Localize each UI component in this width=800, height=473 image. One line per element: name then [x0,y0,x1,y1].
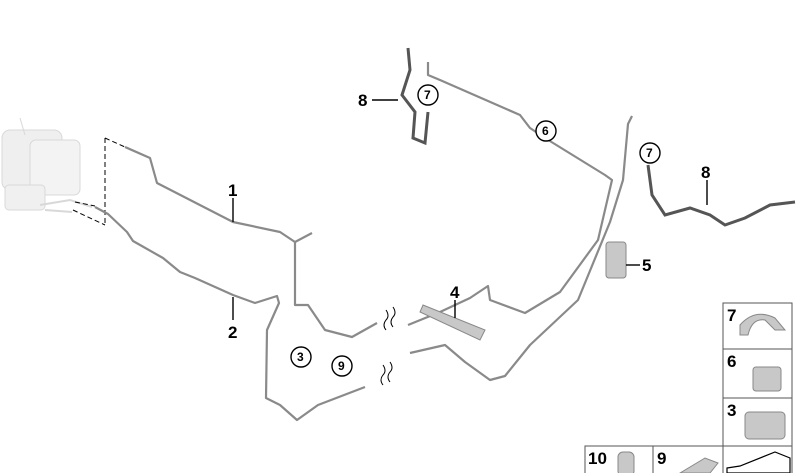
bracket-5 [605,241,627,279]
callout-4: 4 [450,283,460,318]
svg-text:9: 9 [338,359,345,373]
legend-item-7: 7 [722,302,793,350]
pipe-clip-icon [752,366,782,392]
svg-text:4: 4 [450,283,460,302]
connector-dashes [72,137,126,226]
brake-line-rear-upper [407,62,614,327]
svg-text:7: 7 [424,88,431,102]
bracket-clip-icon [739,313,787,336]
abs-unit-image [1,117,93,213]
svg-text:7: 7 [727,306,736,325]
svg-text:9: 9 [657,449,666,468]
circled-callout-7-rear: 7 [639,142,661,164]
legend-item-6: 6 [722,348,793,399]
svg-text:8: 8 [358,91,367,110]
legend-item-frame [722,445,793,473]
multi-pipe-clip-icon [679,457,719,473]
callout-8-rear: 8 [701,163,710,205]
brake-hose-rear [646,164,796,227]
legend-item-9: 9 [652,445,724,473]
brake-line-1 [124,145,313,244]
svg-text:8: 8 [701,163,710,182]
svg-text:6: 6 [727,352,736,371]
pipe-holder-4 [419,304,486,341]
brake-line-rear-lower [409,115,633,382]
brake-line-1-branch [293,242,378,339]
circled-callout-3: 3 [290,346,312,368]
frame-shape-icon [726,451,791,473]
legend-item-10: 10 [584,445,654,473]
svg-text:6: 6 [542,124,549,138]
callout-2: 2 [228,297,237,342]
svg-text:7: 7 [646,146,653,160]
legend-item-3: 3 [722,397,793,447]
double-pipe-clip-icon [744,411,786,440]
brake-hose-front [400,47,430,146]
callout-5: 5 [626,256,651,275]
break-marks [380,306,396,386]
brake-line-2 [94,206,366,422]
callout-1: 1 [228,181,237,222]
svg-text:3: 3 [727,401,736,420]
circled-callout-6: 6 [535,120,557,142]
svg-text:10: 10 [588,449,607,468]
svg-text:2: 2 [228,323,237,342]
circled-callout-9: 9 [331,355,353,377]
svg-text:5: 5 [642,256,651,275]
threaded-insert-icon [617,451,635,473]
callout-8-front: 8 [358,91,398,110]
circled-callout-7-front: 7 [417,84,439,106]
svg-text:3: 3 [297,350,304,364]
svg-text:1: 1 [228,181,237,200]
